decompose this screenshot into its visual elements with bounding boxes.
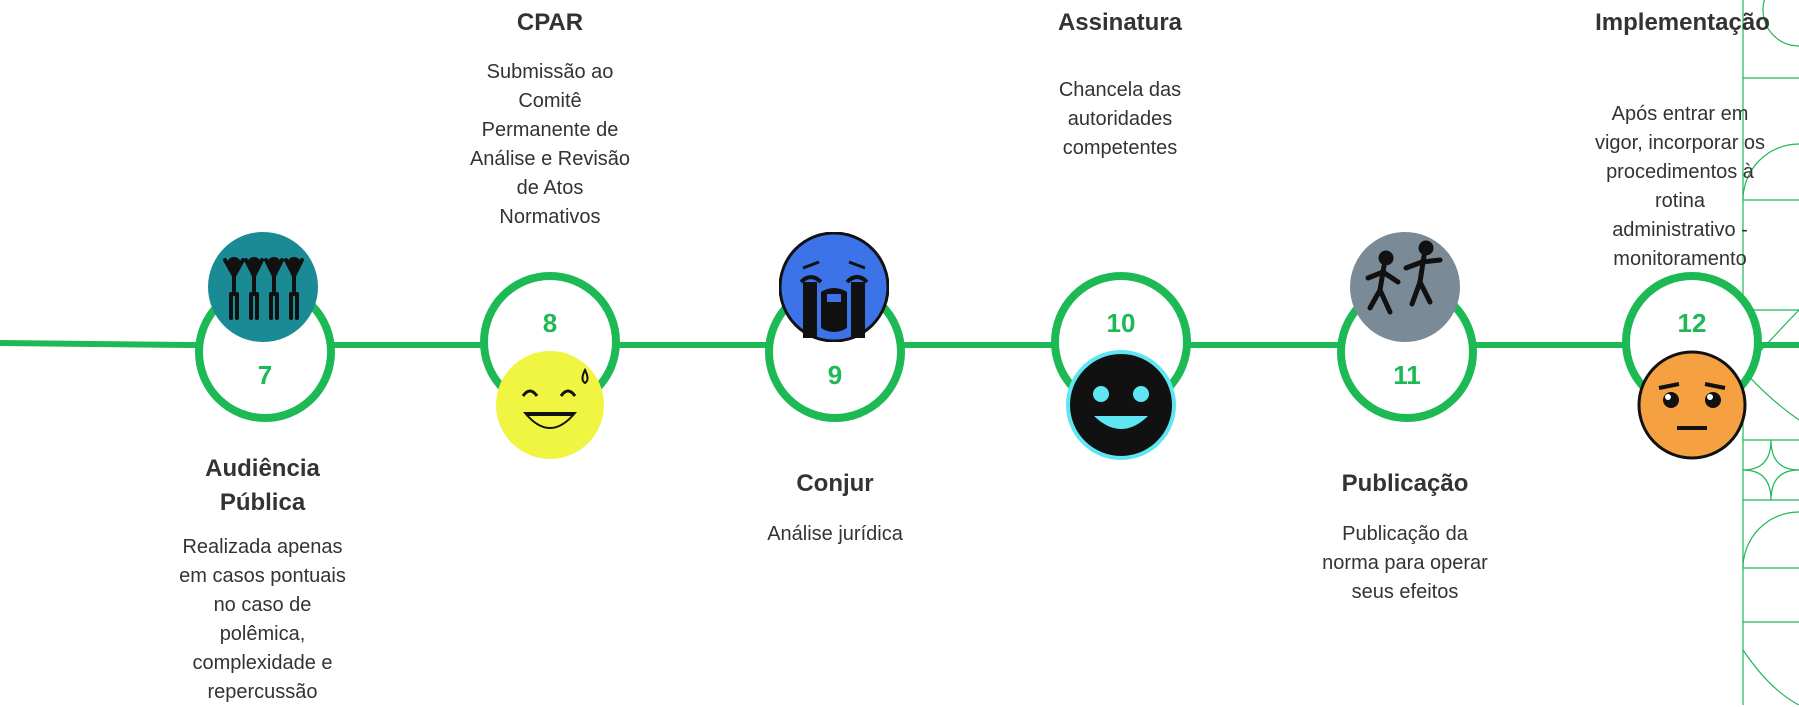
step-7-number: 7	[257, 360, 273, 390]
smiling-face-icon	[1066, 350, 1176, 460]
step-12-number: 12	[1677, 308, 1707, 338]
grinning-sweat-face-icon	[496, 351, 604, 459]
step-11-number: 11	[1393, 360, 1421, 390]
dancing-people-icon	[1350, 232, 1460, 342]
step-9-description: Análise jurídica	[767, 523, 903, 545]
step-10-number: 10	[1106, 308, 1136, 338]
neutral-face-icon	[1637, 350, 1747, 460]
step-11-title: Publicação	[1341, 470, 1469, 497]
step-8-title: CPAR	[516, 9, 584, 36]
step-9-title: Conjur	[796, 470, 874, 497]
step-8-number: 8	[542, 308, 558, 338]
step-12-title: Implementação	[1595, 9, 1770, 36]
step-10-title: Assinatura	[1057, 9, 1183, 36]
loudly-crying-face-icon	[779, 232, 889, 342]
people-group-icon	[208, 232, 318, 342]
step-9-number: 9	[827, 360, 843, 390]
